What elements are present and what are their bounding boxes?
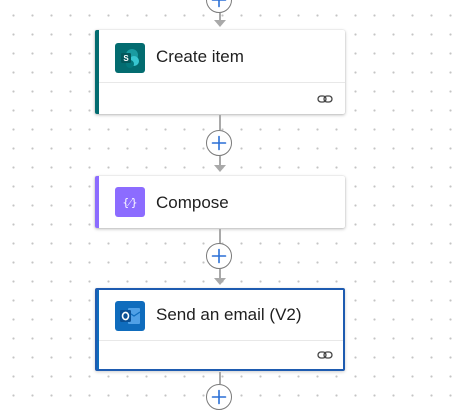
action-card-send-email[interactable]: Send an email (V2) [95,288,345,371]
insert-step-button[interactable] [206,243,232,269]
connector-line [219,115,221,130]
card-accent [95,30,99,114]
connection-link-icon[interactable] [317,349,333,361]
action-title: Compose [156,193,229,212]
connector-line [219,229,221,244]
data-operation-icon: {⁄} [115,187,145,217]
connector-line [219,156,221,165]
svg-text:S: S [123,54,129,63]
plus-icon [211,0,227,8]
plus-icon [211,389,227,405]
connector-line [219,269,221,278]
insert-step-button[interactable] [206,0,232,13]
action-title: Send an email (V2) [156,305,302,324]
action-card-create-item[interactable]: S Create item [95,30,345,114]
connector-arrow [214,278,226,285]
connector-line [219,372,221,384]
connector-arrow [214,165,226,172]
connection-link-icon[interactable] [317,93,333,105]
svg-text:{⁄}: {⁄} [122,196,137,209]
insert-step-button[interactable] [206,384,232,410]
connector-line [219,13,221,20]
card-divider [99,340,343,341]
plus-icon [211,248,227,264]
outlook-icon [115,301,145,331]
action-title: Create item [156,47,244,66]
card-accent [95,176,99,228]
insert-step-button[interactable] [206,130,232,156]
action-card-compose[interactable]: {⁄} Compose [95,176,345,228]
connector-arrow [214,20,226,27]
card-accent [97,290,99,369]
sharepoint-icon: S [115,43,145,73]
plus-icon [211,135,227,151]
card-divider [99,82,345,83]
